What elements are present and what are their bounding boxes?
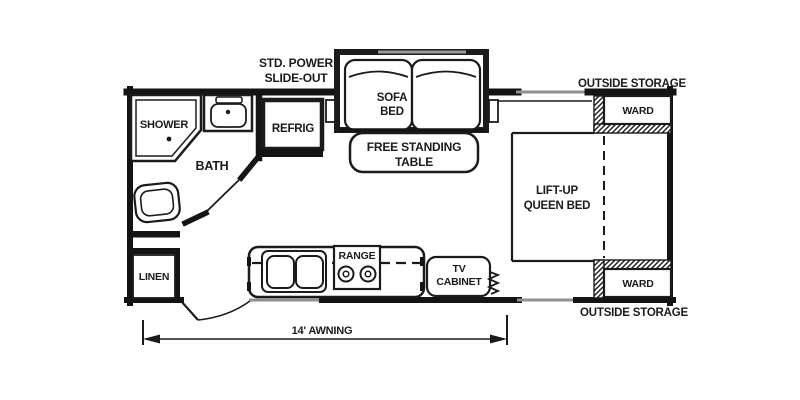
sofa-cushion-curve-left: [348, 70, 409, 78]
ward-top-box: [602, 94, 673, 126]
entry-door-swing-arc: [197, 300, 251, 321]
refrig-base: [262, 149, 323, 157]
bathroom: SHOWER BATH LINEN: [129, 91, 263, 301]
burner-right-center: [364, 270, 372, 278]
refrigerator: REFRIG: [260, 97, 325, 157]
bath-door-leaf: [204, 177, 242, 214]
burner-right: [359, 265, 377, 283]
range-label: RANGE: [339, 250, 376, 262]
tv-cabinet-label-2: CABINET: [436, 276, 482, 288]
bath-wall-stub: [181, 209, 210, 227]
kitchen-basin-right: [295, 255, 324, 289]
shower-label: SHOWER: [140, 119, 189, 131]
linen-closet: [132, 254, 176, 299]
ward-bottom-label: WARD: [622, 278, 654, 290]
sofa-cushion-right: [410, 58, 482, 132]
hatched-wall-bottom-horizontal: [593, 259, 672, 270]
awning-arrow-right: [490, 334, 507, 344]
entry-door-leaf: [180, 300, 199, 321]
sofa-cushion-curve-right: [415, 70, 477, 78]
bath-angled-wall: [237, 152, 263, 182]
shower-inner: [135, 99, 197, 157]
counter-tick-1: [247, 257, 251, 266]
ward-top-label: WARD: [622, 105, 654, 117]
table-label-1: FREE STANDING: [367, 140, 462, 154]
sink-faucet-dot: [225, 109, 231, 115]
cable-hookup-symbol: [486, 271, 501, 295]
linen-label: LINEN: [139, 271, 170, 283]
burner-left-center: [342, 270, 350, 278]
kitchen-basin-left: [266, 255, 295, 289]
outside-storage-bottom-label: OUTSIDE STORAGE: [580, 307, 688, 319]
burner-left: [337, 265, 355, 283]
sofa-bed-label-1: SOFA: [377, 92, 408, 104]
awning-dimension: 14' AWNING: [142, 315, 508, 345]
toilet-bowl: [139, 188, 175, 217]
slideout-stub-left: [325, 99, 336, 123]
queen-bed-label-1: LIFT-UP: [536, 185, 579, 197]
toilet: [133, 181, 181, 224]
shower-drain: [166, 136, 172, 142]
counter-tick-3: [420, 257, 424, 266]
hatched-wall-bottom-vertical: [593, 259, 605, 299]
awning-arrow-left: [143, 334, 160, 344]
bath-label: BATH: [196, 159, 229, 173]
counter-tick-2: [247, 282, 251, 291]
refrig-label: REFRIG: [272, 123, 315, 135]
table-outline: [348, 131, 480, 174]
wall-below-toilet-1: [130, 231, 180, 238]
sink-basin: [210, 103, 247, 128]
slideout-label-1: STD. POWER: [259, 56, 334, 70]
table-label-2: TABLE: [395, 155, 433, 169]
slideout-label-2: SLIDE-OUT: [265, 71, 329, 85]
tv-cabinet-label-1: TV: [452, 263, 465, 275]
kitchen: RANGE TV CABINET: [247, 244, 501, 299]
tv-cabinet: [425, 255, 492, 298]
queen-bed-label-2: QUEEN BED: [524, 200, 591, 212]
annotations: STD. POWER SLIDE-OUT OUTSIDE STORAGE OUT…: [259, 56, 689, 319]
hatched-wall-top-horizontal: [593, 123, 672, 134]
entry-door: [180, 300, 251, 321]
bedroom: LIFT-UP QUEEN BED WARD WARD: [510, 94, 673, 299]
awning-label: 14' AWNING: [292, 325, 353, 337]
ward-bottom-box: [602, 267, 673, 299]
sofa-slideout: SOFA BED: [325, 49, 499, 133]
wall-below-toilet-2: [130, 248, 180, 254]
slideout-stub-right: [488, 99, 499, 123]
sofa-bed-label-2: BED: [380, 106, 404, 118]
wall-linen-right: [174, 248, 180, 301]
free-standing-table: FREE STANDING TABLE: [348, 131, 480, 174]
counter-tick-4: [420, 282, 424, 291]
sink-faucet-bar: [215, 96, 243, 104]
outside-storage-top-label: OUTSIDE STORAGE: [578, 78, 686, 90]
